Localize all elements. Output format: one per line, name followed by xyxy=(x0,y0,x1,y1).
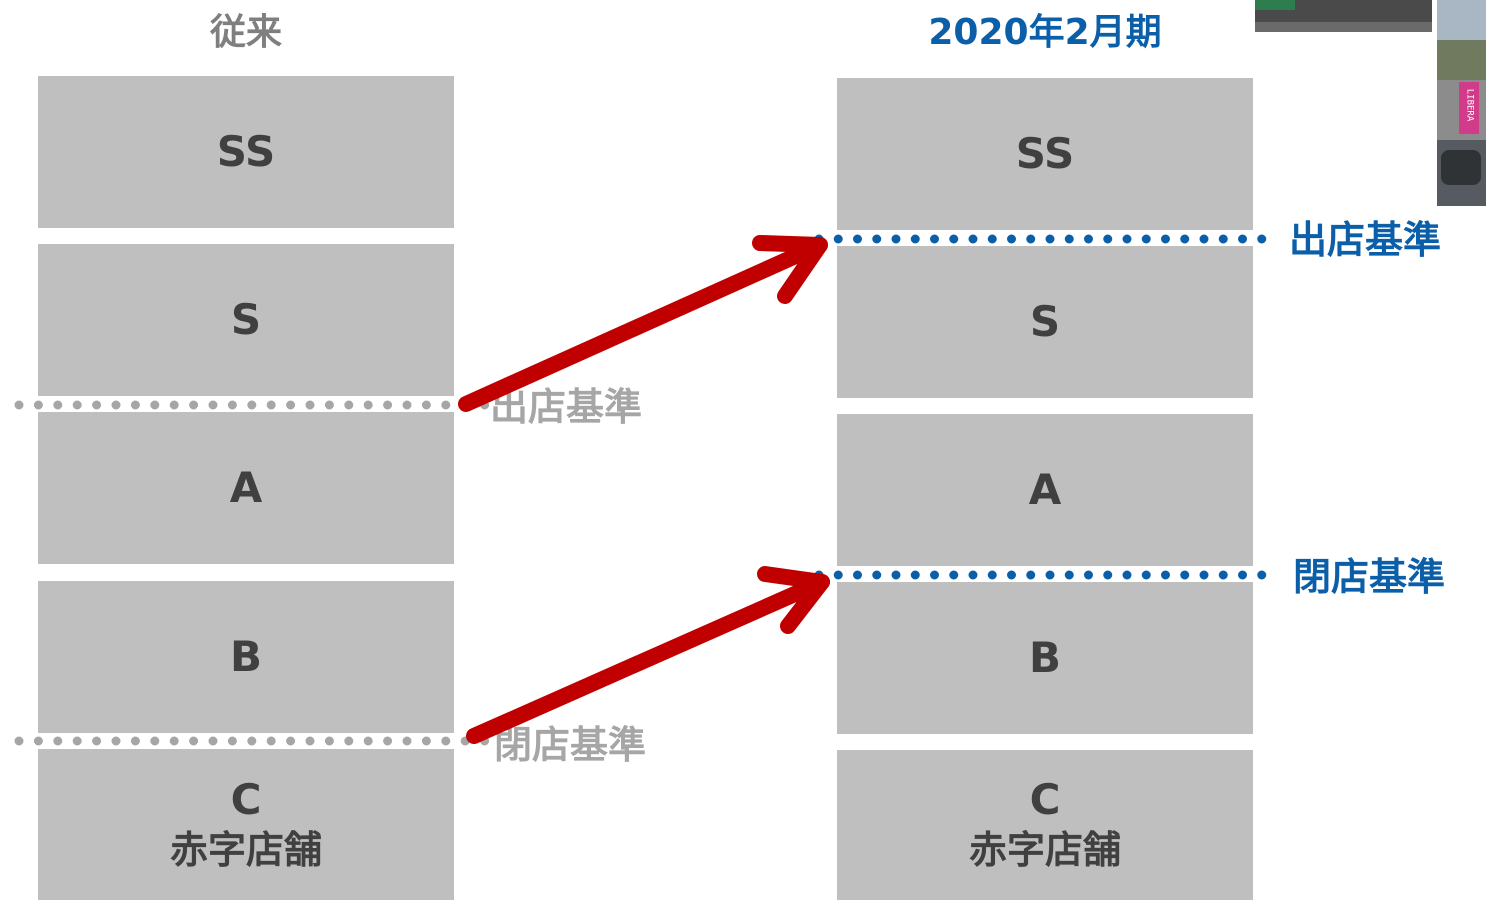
grade-label: C xyxy=(230,774,262,824)
right-box-c: C 赤字店舗 xyxy=(837,750,1253,900)
left-closing-threshold-label: 閉店基準 xyxy=(494,723,647,767)
closing-shift-arrow xyxy=(466,566,830,744)
right-box-s: S xyxy=(837,246,1253,398)
right-opening-threshold-line xyxy=(812,232,1288,246)
sign-text: LIBERA xyxy=(1464,88,1475,122)
photo-thumbnail-right: LIBERA xyxy=(1437,0,1486,206)
right-closing-threshold-label: 閉店基準 xyxy=(1293,555,1446,599)
right-box-b: B xyxy=(837,582,1253,734)
left-box-c: C 赤字店舗 xyxy=(38,749,454,900)
left-column-title: 従来 xyxy=(209,12,282,53)
right-column-title: 2020年2月期 xyxy=(928,12,1162,53)
left-box-ss: SS xyxy=(38,76,454,228)
left-closing-threshold-line xyxy=(12,734,492,748)
left-box-b: B xyxy=(38,581,454,733)
left-opening-threshold-label: 出店基準 xyxy=(490,385,643,429)
right-opening-threshold-label: 出店基準 xyxy=(1289,218,1442,262)
grade-label: SS xyxy=(216,127,276,176)
right-box-a: A xyxy=(837,414,1253,566)
grade-label: SS xyxy=(1015,129,1075,178)
grade-label: B xyxy=(1028,633,1061,682)
grade-label: A xyxy=(1028,465,1062,514)
photo-thumbnail-top xyxy=(1255,0,1432,32)
opening-shift-arrow xyxy=(458,235,828,412)
left-opening-threshold-line xyxy=(12,398,492,412)
left-box-a: A xyxy=(38,412,454,564)
grade-label: S xyxy=(1029,297,1061,346)
grade-label: A xyxy=(229,463,263,512)
grade-label: S xyxy=(230,295,262,344)
right-box-ss: SS xyxy=(837,78,1253,230)
right-closing-threshold-line xyxy=(812,568,1288,582)
loss-store-label: 赤字店舗 xyxy=(169,827,322,872)
left-box-s: S xyxy=(38,244,454,396)
loss-store-label: 赤字店舗 xyxy=(968,828,1121,872)
grade-label: B xyxy=(229,632,262,681)
grade-label: C xyxy=(1029,775,1061,824)
